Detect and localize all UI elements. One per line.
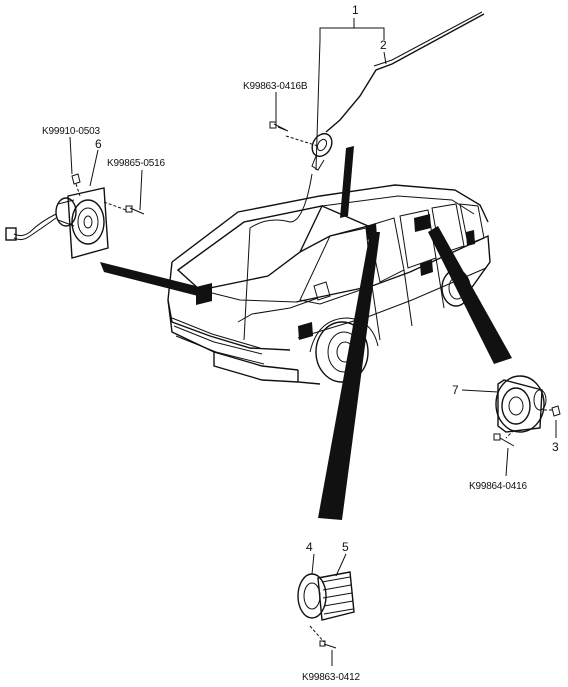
part-number-door-speaker-screw: K99863-0412 [302,672,360,683]
callout-1: 1 [352,3,359,17]
leader-bands [100,146,512,520]
part-number-labels: K99863-0416B K99910-0503 K99865-0516 K99… [42,81,528,683]
front-speaker [5,173,145,259]
van-body [167,173,491,385]
part-number-antenna-screw: K99863-0416B [243,81,308,92]
callout-2: 2 [380,38,387,52]
part-number-front-speaker-nut: K99910-0503 [42,126,100,137]
callout-numbers: 1 2 3 4 5 6 7 [95,3,559,554]
antenna-assembly [269,11,485,171]
part-number-rear-speaker-screw: K99864-0416 [469,481,527,492]
callout-leaders [69,18,557,666]
callout-7: 7 [452,383,459,397]
rear-speaker [493,375,561,447]
callout-6: 6 [95,137,102,151]
callout-3: 3 [552,440,559,454]
callout-5: 5 [342,540,349,554]
part-number-front-speaker-screw: K99865-0516 [107,158,165,169]
door-speaker [297,571,355,649]
callout-4: 4 [306,540,313,554]
